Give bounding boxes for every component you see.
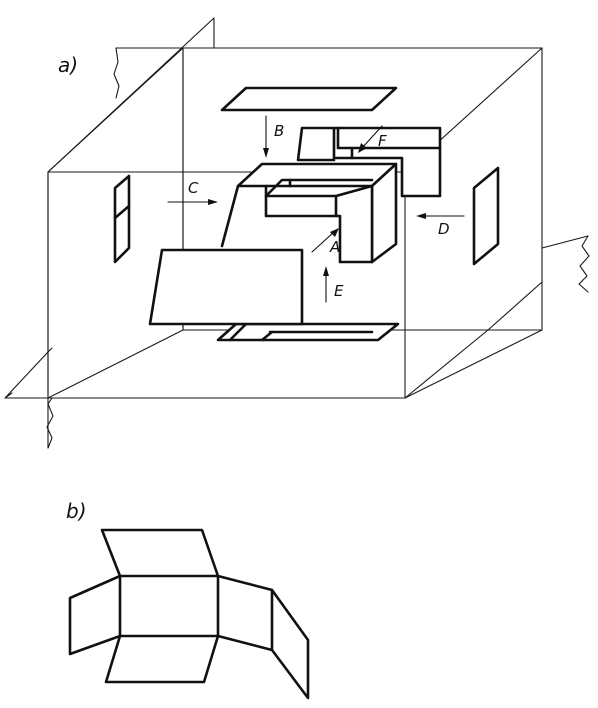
projection-planes [4, 17, 590, 449]
unfolded-far-right-flap [270, 588, 310, 700]
part-label-b: b) [66, 499, 87, 523]
view-label-f: F [378, 132, 387, 150]
part-a-projection-box: a) B F C D A E [4, 17, 590, 449]
right-plane-extension [487, 235, 589, 331]
view-arrows [167, 115, 465, 303]
view-label-d: D [438, 220, 450, 238]
left-view-projection [113, 174, 131, 264]
arrow-c [167, 199, 218, 205]
view-label-b: B [274, 122, 284, 140]
view-label-a: A [329, 238, 340, 256]
top-view-projection [220, 86, 398, 112]
object-top-face [236, 162, 398, 188]
left-view-projection-inner [113, 204, 131, 220]
object-channel-back [264, 178, 292, 198]
left-plane-torn-edge [113, 47, 120, 99]
right-plane-torn-edge [578, 235, 590, 293]
view-label-c: C [188, 179, 199, 197]
unfolded-bottom-flap [104, 634, 220, 684]
arrow-d [416, 213, 465, 219]
object-channel [264, 178, 374, 218]
arrow-e [323, 266, 329, 303]
front-view-projection [148, 248, 304, 326]
right-view-projection [472, 166, 500, 266]
rear-view-outline [296, 126, 442, 198]
floor-plane-left-edge [47, 347, 53, 353]
floor-plane-right [404, 329, 489, 399]
unfolded-center [118, 574, 220, 638]
unfolded-left-flap [68, 574, 122, 656]
arrow-a [311, 228, 339, 253]
unfolded-right-flap [216, 574, 274, 652]
object-left-slope [220, 184, 240, 248]
view-label-e: E [334, 282, 344, 300]
left-plane-bottom-torn [46, 397, 54, 449]
floor-plane-left [4, 351, 49, 399]
part-b-unfolded-box: b) [66, 499, 310, 700]
solid-object [220, 162, 398, 264]
arrow-b [263, 115, 269, 158]
arrow-f [358, 125, 383, 153]
part-label-a: a) [58, 53, 78, 77]
bottom-view-projection-inner [228, 322, 374, 342]
left-plane [47, 17, 215, 449]
unfolded-top-flap [100, 528, 220, 578]
object-right-front [334, 184, 374, 264]
plane-projections [113, 86, 500, 342]
